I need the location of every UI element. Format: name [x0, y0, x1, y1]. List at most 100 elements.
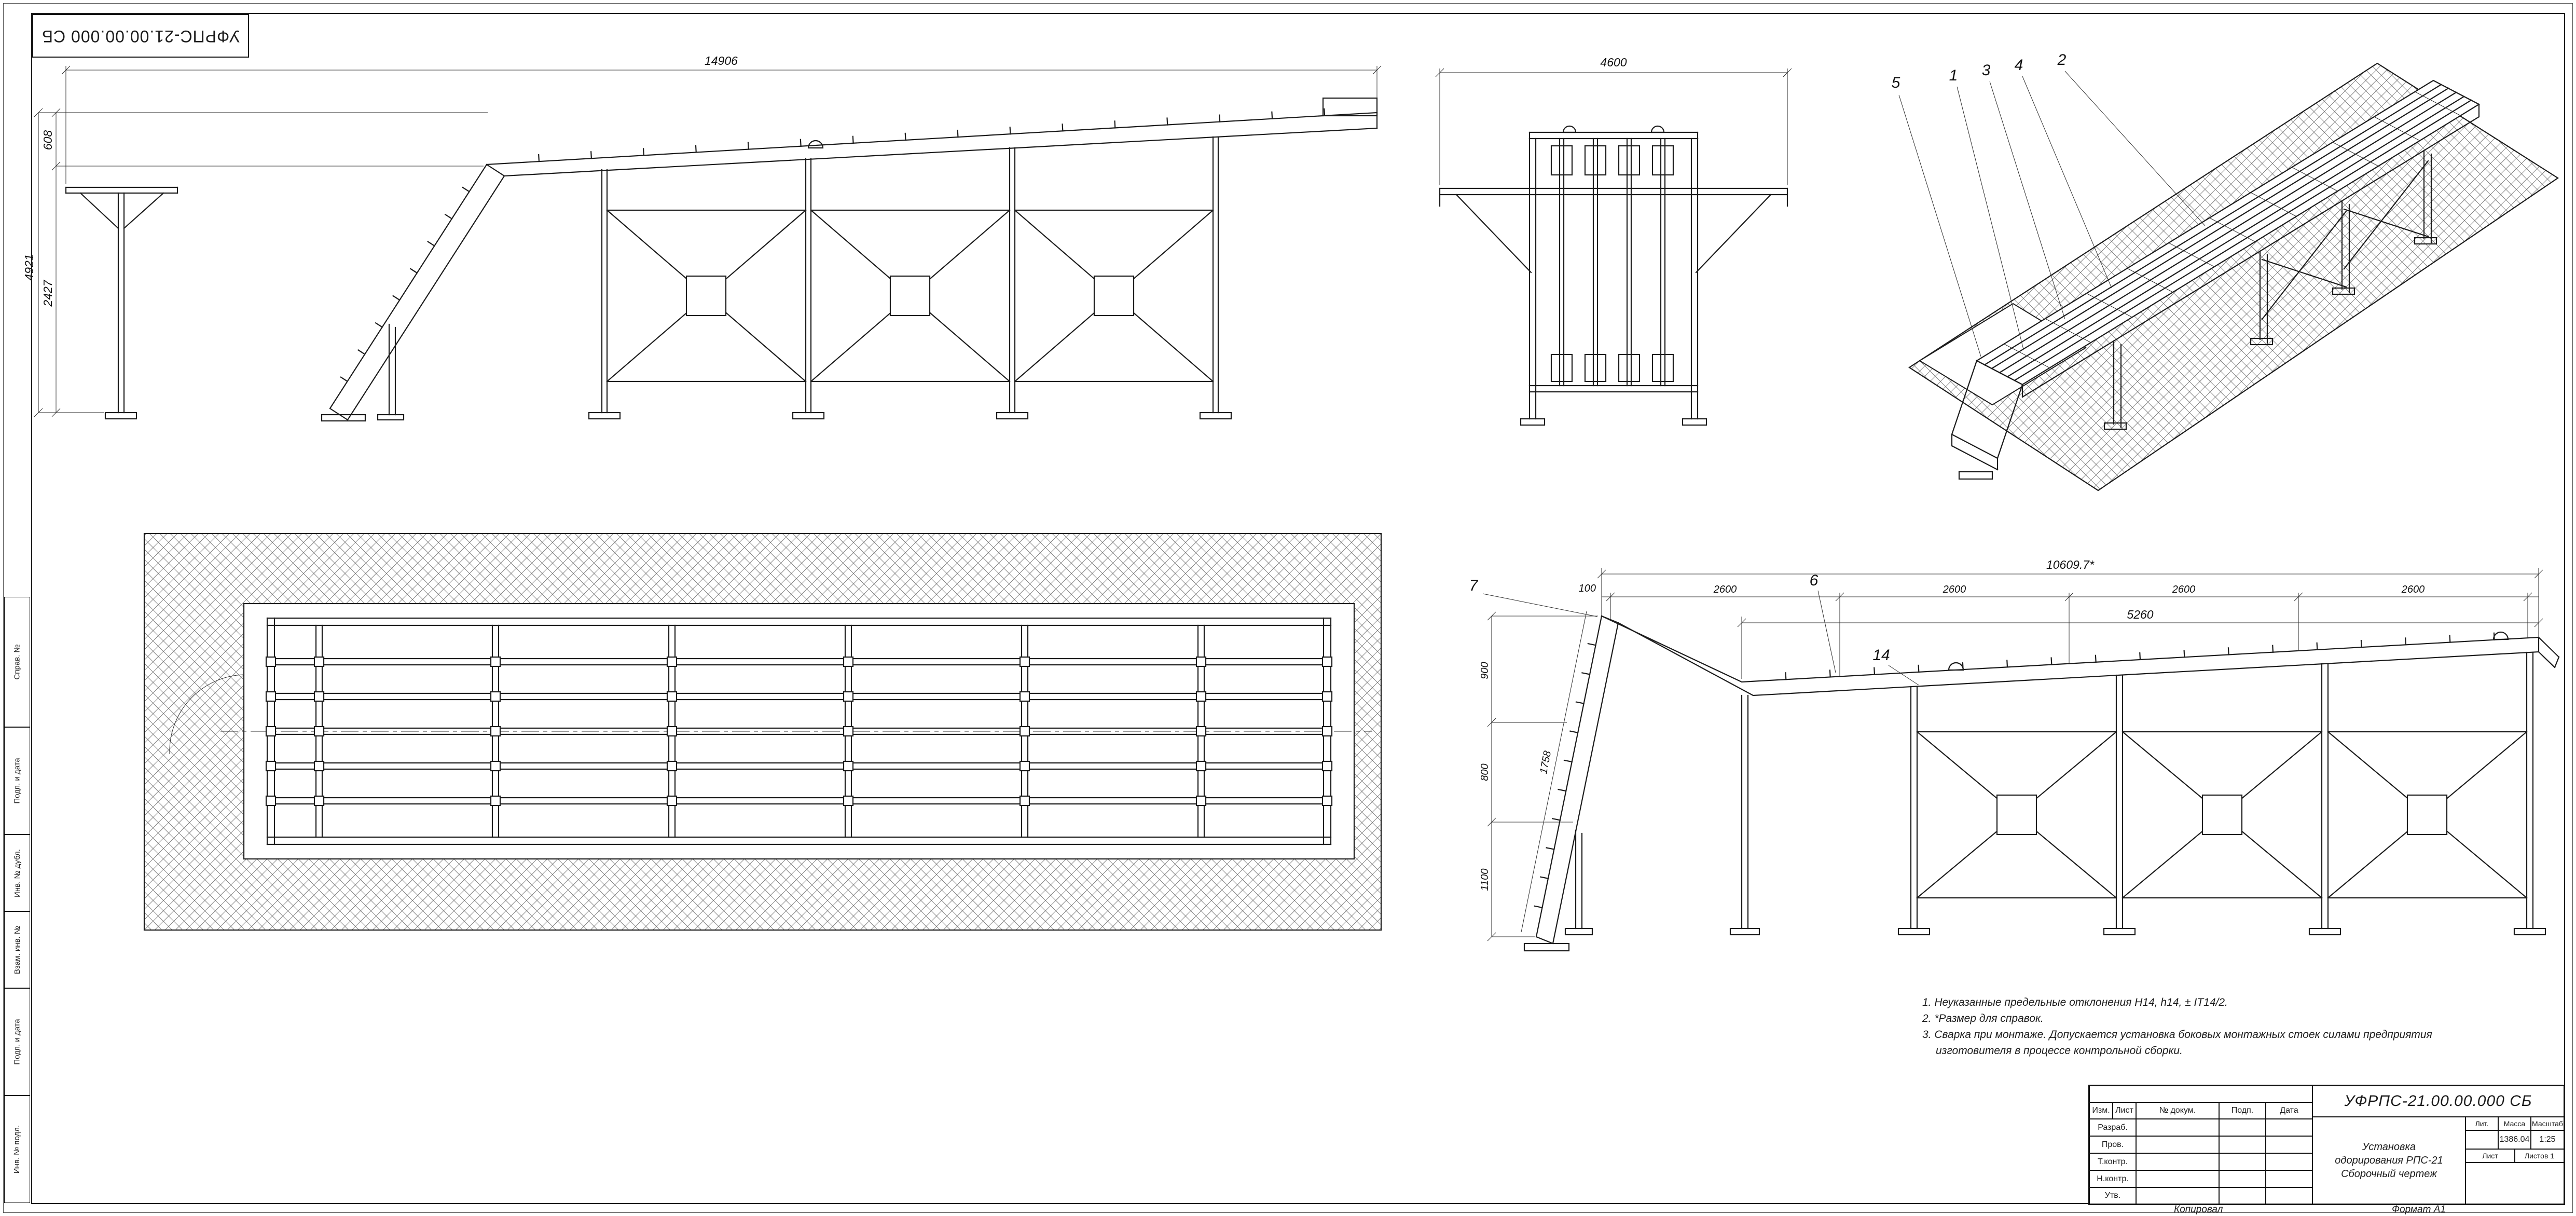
tb-cell-empty — [2266, 1136, 2312, 1153]
cantilever-support — [65, 186, 178, 420]
dimside-chute — [1523, 615, 1619, 952]
tb-col-dokum: № докум. — [2136, 1102, 2219, 1119]
dim-side-h1: 4921 — [22, 254, 36, 280]
tb-lit-value — [2465, 1130, 2498, 1149]
dimside-deck-cleats — [1785, 632, 2495, 680]
lifting-lug-icon — [1948, 662, 1964, 671]
dim-deck-length: 5260 — [2127, 608, 2153, 621]
footer-copied-by: Копировал — [2174, 1204, 2223, 1215]
tb-cell-empty — [2136, 1170, 2219, 1187]
margin-stamp-podp-data-1: Подп. и дата — [4, 727, 30, 835]
tb-mass-value: 1386.04 — [2498, 1130, 2531, 1149]
end-structure — [1439, 125, 1788, 426]
tb-cell-empty — [2219, 1187, 2266, 1204]
margin-stamp-label: Взам. инв. № — [12, 925, 22, 974]
tb-col-data: Дата — [2266, 1102, 2312, 1119]
end-dimension-lines — [1435, 68, 1792, 185]
tb-scale-value: 1:25 — [2531, 1130, 2564, 1149]
dim-v-1100: 1100 — [1479, 868, 1491, 891]
tb-doc-code: УФРПС-21.00.00.000 СБ — [2312, 1086, 2564, 1117]
inclined-chute — [321, 163, 505, 422]
dim-end-width: 4600 — [1600, 56, 1627, 69]
note-3-line2: изготовителя в процессе контрольной сбор… — [1936, 1045, 2183, 1057]
tb-cell-empty — [2136, 1136, 2219, 1153]
dim-v-800: 800 — [1479, 763, 1491, 781]
dim-seg-2600-3: 2600 — [2172, 584, 2196, 595]
tb-cell-empty — [2136, 1119, 2219, 1136]
margin-stamp-inv-podl: Инв. № подл. — [4, 1096, 30, 1203]
iso-chute — [1951, 360, 2023, 480]
lifting-lug-icon — [807, 140, 824, 149]
dim-v-900: 900 — [1479, 662, 1491, 679]
tb-cell-empty — [2219, 1119, 2266, 1136]
trestle-supports — [588, 136, 1232, 420]
tb-sheets-label: Листов 1 — [2515, 1149, 2564, 1163]
callout-pos-4: 4 — [2015, 57, 2023, 74]
tb-change-row — [2089, 1086, 2312, 1102]
dimside-deck — [1601, 615, 2560, 696]
view-plan — [143, 532, 1382, 931]
tb-cell-empty — [2219, 1136, 2266, 1153]
margin-stamp-label: Инв. № дубл. — [12, 849, 22, 897]
callout-pos-14: 14 — [1872, 647, 1890, 664]
side-dimension-lines — [34, 65, 1382, 417]
tb-doc-title: Установка одорирования РПС-21 Сборочный … — [2312, 1117, 2465, 1204]
dimside-trestles — [1729, 651, 2546, 936]
callout-pos-6: 6 — [1810, 572, 1819, 589]
margin-stamp-podp-data-2: Подп. и дата — [4, 988, 30, 1096]
tb-cell-empty — [2219, 1153, 2266, 1170]
tb-mass-label: Масса — [2498, 1117, 2531, 1130]
deck-cleats — [538, 108, 1326, 162]
callout-pos-1: 1 — [1949, 67, 1958, 84]
note-2: 2. *Размер для справок. — [1922, 1013, 2044, 1024]
tb-cell-empty — [2219, 1170, 2266, 1187]
tb-col-podp: Подп. — [2219, 1102, 2266, 1119]
tb-cell-empty — [2266, 1119, 2312, 1136]
dim-side-h3: 608 — [41, 130, 54, 151]
view-isometric: 5 1 3 4 2 — [1892, 51, 2559, 491]
tb-cell-empty — [2266, 1187, 2312, 1204]
corner-stamp: УФРПС-21.00.00.000 СБ — [32, 14, 249, 58]
margin-stamp-sprav: Справ. № — [4, 597, 30, 727]
callout-pos-3: 3 — [1982, 62, 1991, 79]
dim-seg-2600-4: 2600 — [2401, 584, 2425, 595]
tb-title-line1: Установка — [2362, 1141, 2416, 1153]
tb-row-utv: Утв. — [2089, 1187, 2136, 1204]
lifting-lug-icon — [1650, 125, 1665, 133]
conveyor-deck — [486, 97, 1378, 177]
dim-seg-100: 100 — [1579, 583, 1596, 594]
plan-rails — [273, 658, 1325, 805]
tb-cell-empty — [2266, 1153, 2312, 1170]
iso-callout-leaders — [1898, 71, 2206, 357]
corner-stamp-code: УФРПС-21.00.00.000 СБ — [41, 26, 240, 46]
tb-scale-label: Масштаб — [2531, 1117, 2564, 1130]
iso-deck-ties — [2004, 91, 2461, 368]
tb-row-tkontr: Т.контр. — [2089, 1153, 2136, 1170]
callout-pos-5: 5 — [1892, 74, 1900, 91]
dim-side-total: 14906 — [705, 54, 738, 67]
view-end: 4600 — [1435, 56, 1792, 426]
dim-dimside-total: 10609.7* — [2046, 558, 2095, 571]
dimside-callout-leaders — [1482, 590, 1919, 686]
tb-title-line2: одорирования РПС-21 — [2335, 1155, 2443, 1166]
callout-pos-7: 7 — [1469, 577, 1479, 594]
callout-pos-2: 2 — [2057, 51, 2067, 69]
tb-cell-empty — [2136, 1153, 2219, 1170]
tb-row-razrab: Разраб. — [2089, 1119, 2136, 1136]
note-3-line1: 3. Сварка при монтаже. Допускается устан… — [1922, 1029, 2432, 1041]
footer-format: Формат А1 — [2392, 1204, 2446, 1215]
margin-stamp-inv-dubl: Инв. № дубл. — [4, 835, 30, 911]
iso-ground-grating — [1908, 62, 2559, 491]
tb-cell-empty — [2266, 1170, 2312, 1187]
tb-cell-empty — [2136, 1187, 2219, 1204]
iso-deck-rails — [1983, 84, 2472, 381]
margin-stamp-label: Подп. и дата — [12, 758, 22, 804]
tb-title-line3: Сборочный чертеж — [2341, 1168, 2437, 1180]
drawing-frame — [31, 13, 2565, 1204]
tb-row-prov: Пров. — [2089, 1136, 2136, 1153]
dim-seg-2600-1: 2600 — [1713, 584, 1737, 595]
view-side-elevation: 14906 4921 2427 608 — [22, 54, 1382, 422]
dimside-chute-cleats — [1534, 643, 1596, 909]
title-block: Изм. Лист № докум. Подп. Дата Разраб. Пр… — [2088, 1085, 2565, 1205]
